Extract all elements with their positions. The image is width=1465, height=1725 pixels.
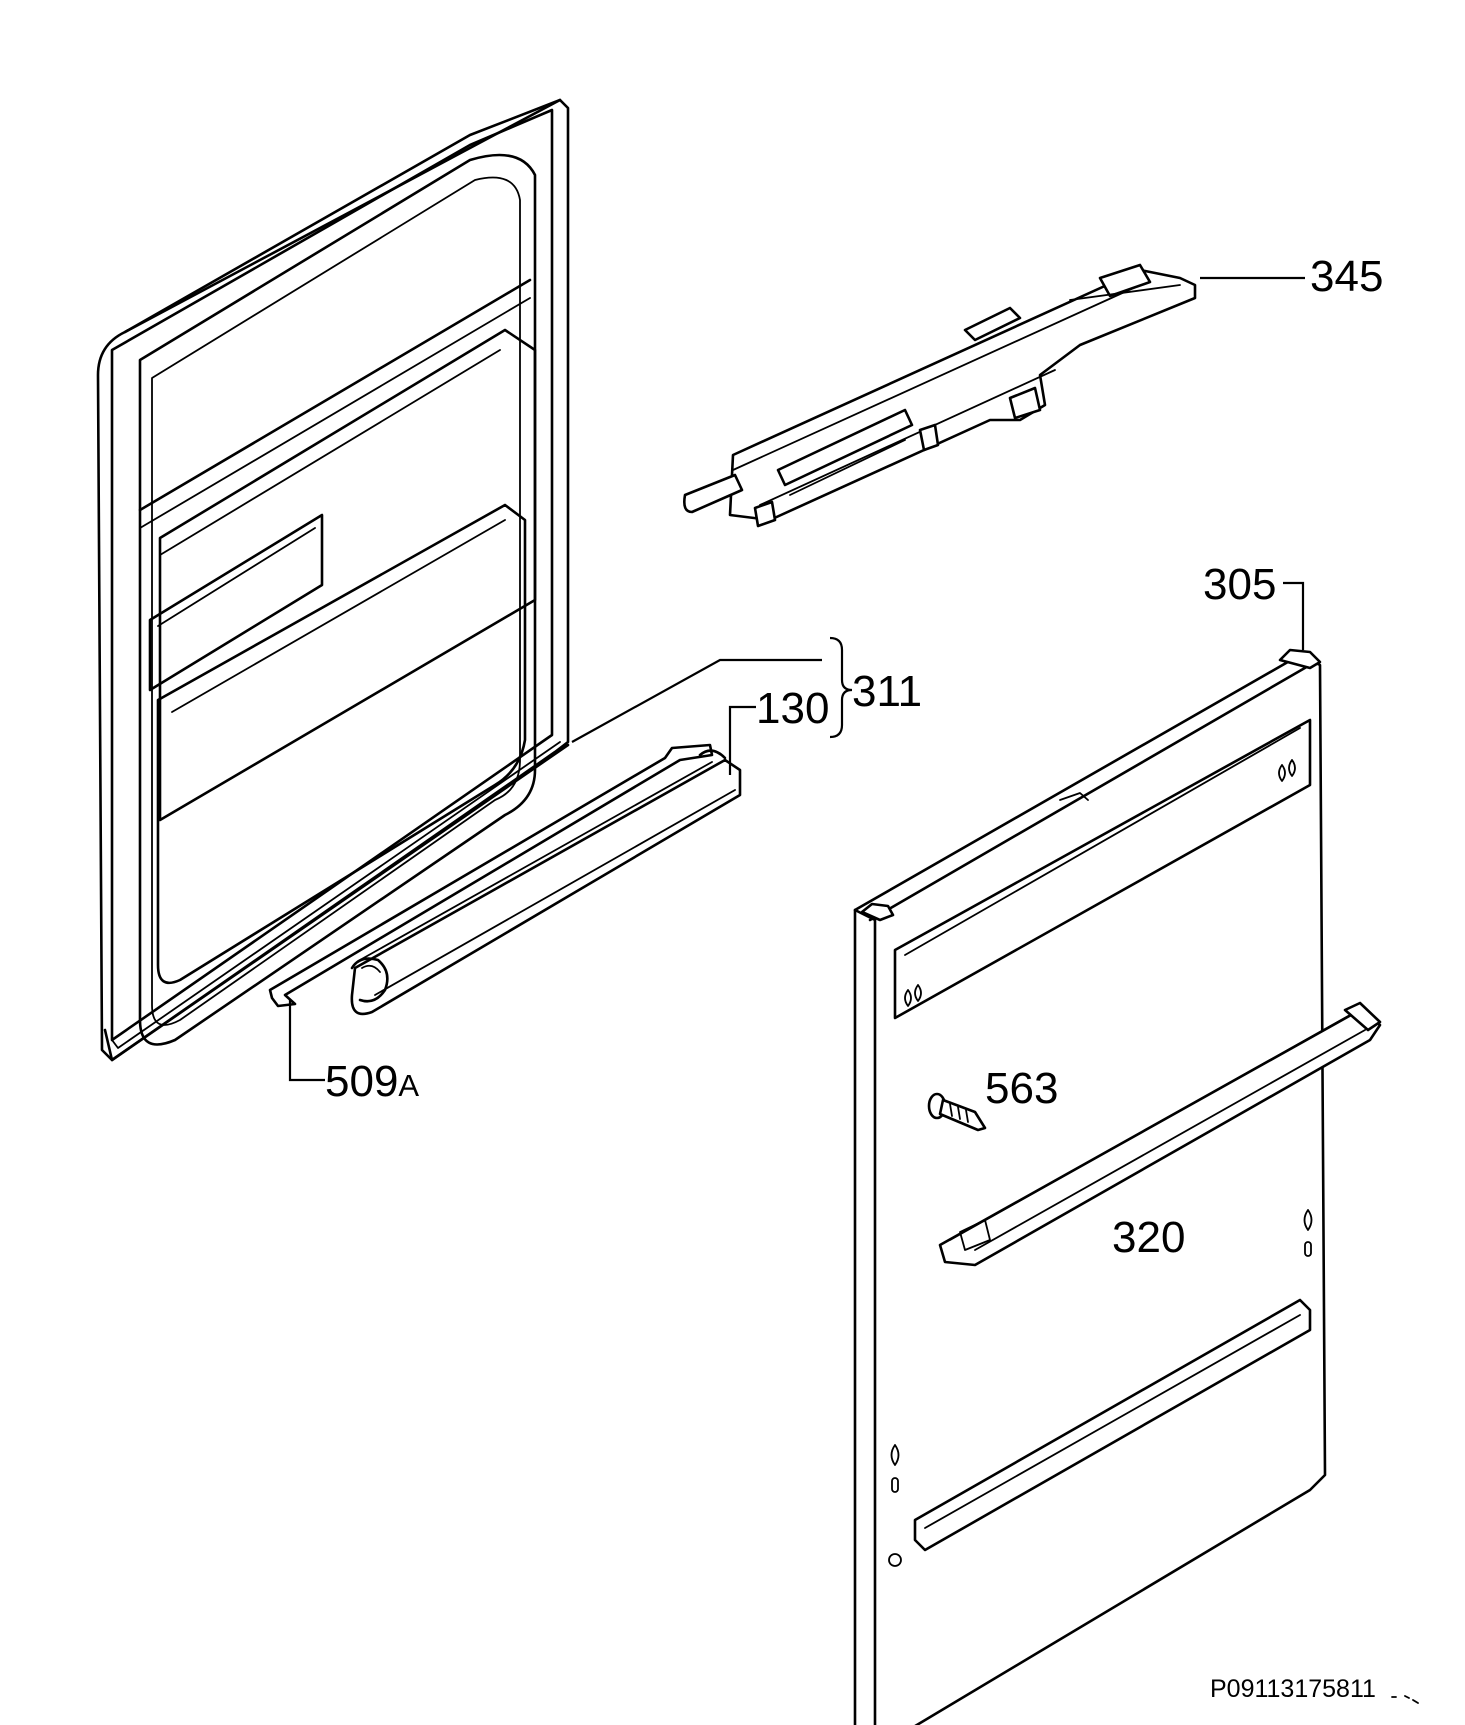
callout-345: 345 — [1310, 252, 1383, 301]
hinge-wire-509a — [268, 743, 714, 1008]
callout-labels: 345 305 311 130 509A 563 320 — [325, 252, 1383, 1262]
callout-320: 320 — [1112, 1213, 1185, 1262]
corner-marks — [1391, 1695, 1419, 1704]
callout-563: 563 — [985, 1064, 1058, 1113]
callout-509a-number: 509 — [325, 1057, 398, 1106]
inner-door-panel — [96, 98, 570, 1062]
seal-strip-130 — [350, 749, 742, 1016]
screw-563 — [927, 1092, 987, 1132]
callout-509a-suffix: A — [398, 1068, 419, 1103]
callout-305: 305 — [1203, 560, 1276, 609]
handle-bar-320 — [938, 1001, 1382, 1267]
callout-509a: 509A — [325, 1057, 419, 1106]
control-module-345 — [683, 263, 1197, 528]
document-code: P09113175811 — [1210, 1675, 1376, 1703]
callout-130: 130 — [756, 684, 829, 733]
callout-311: 311 — [852, 667, 922, 716]
